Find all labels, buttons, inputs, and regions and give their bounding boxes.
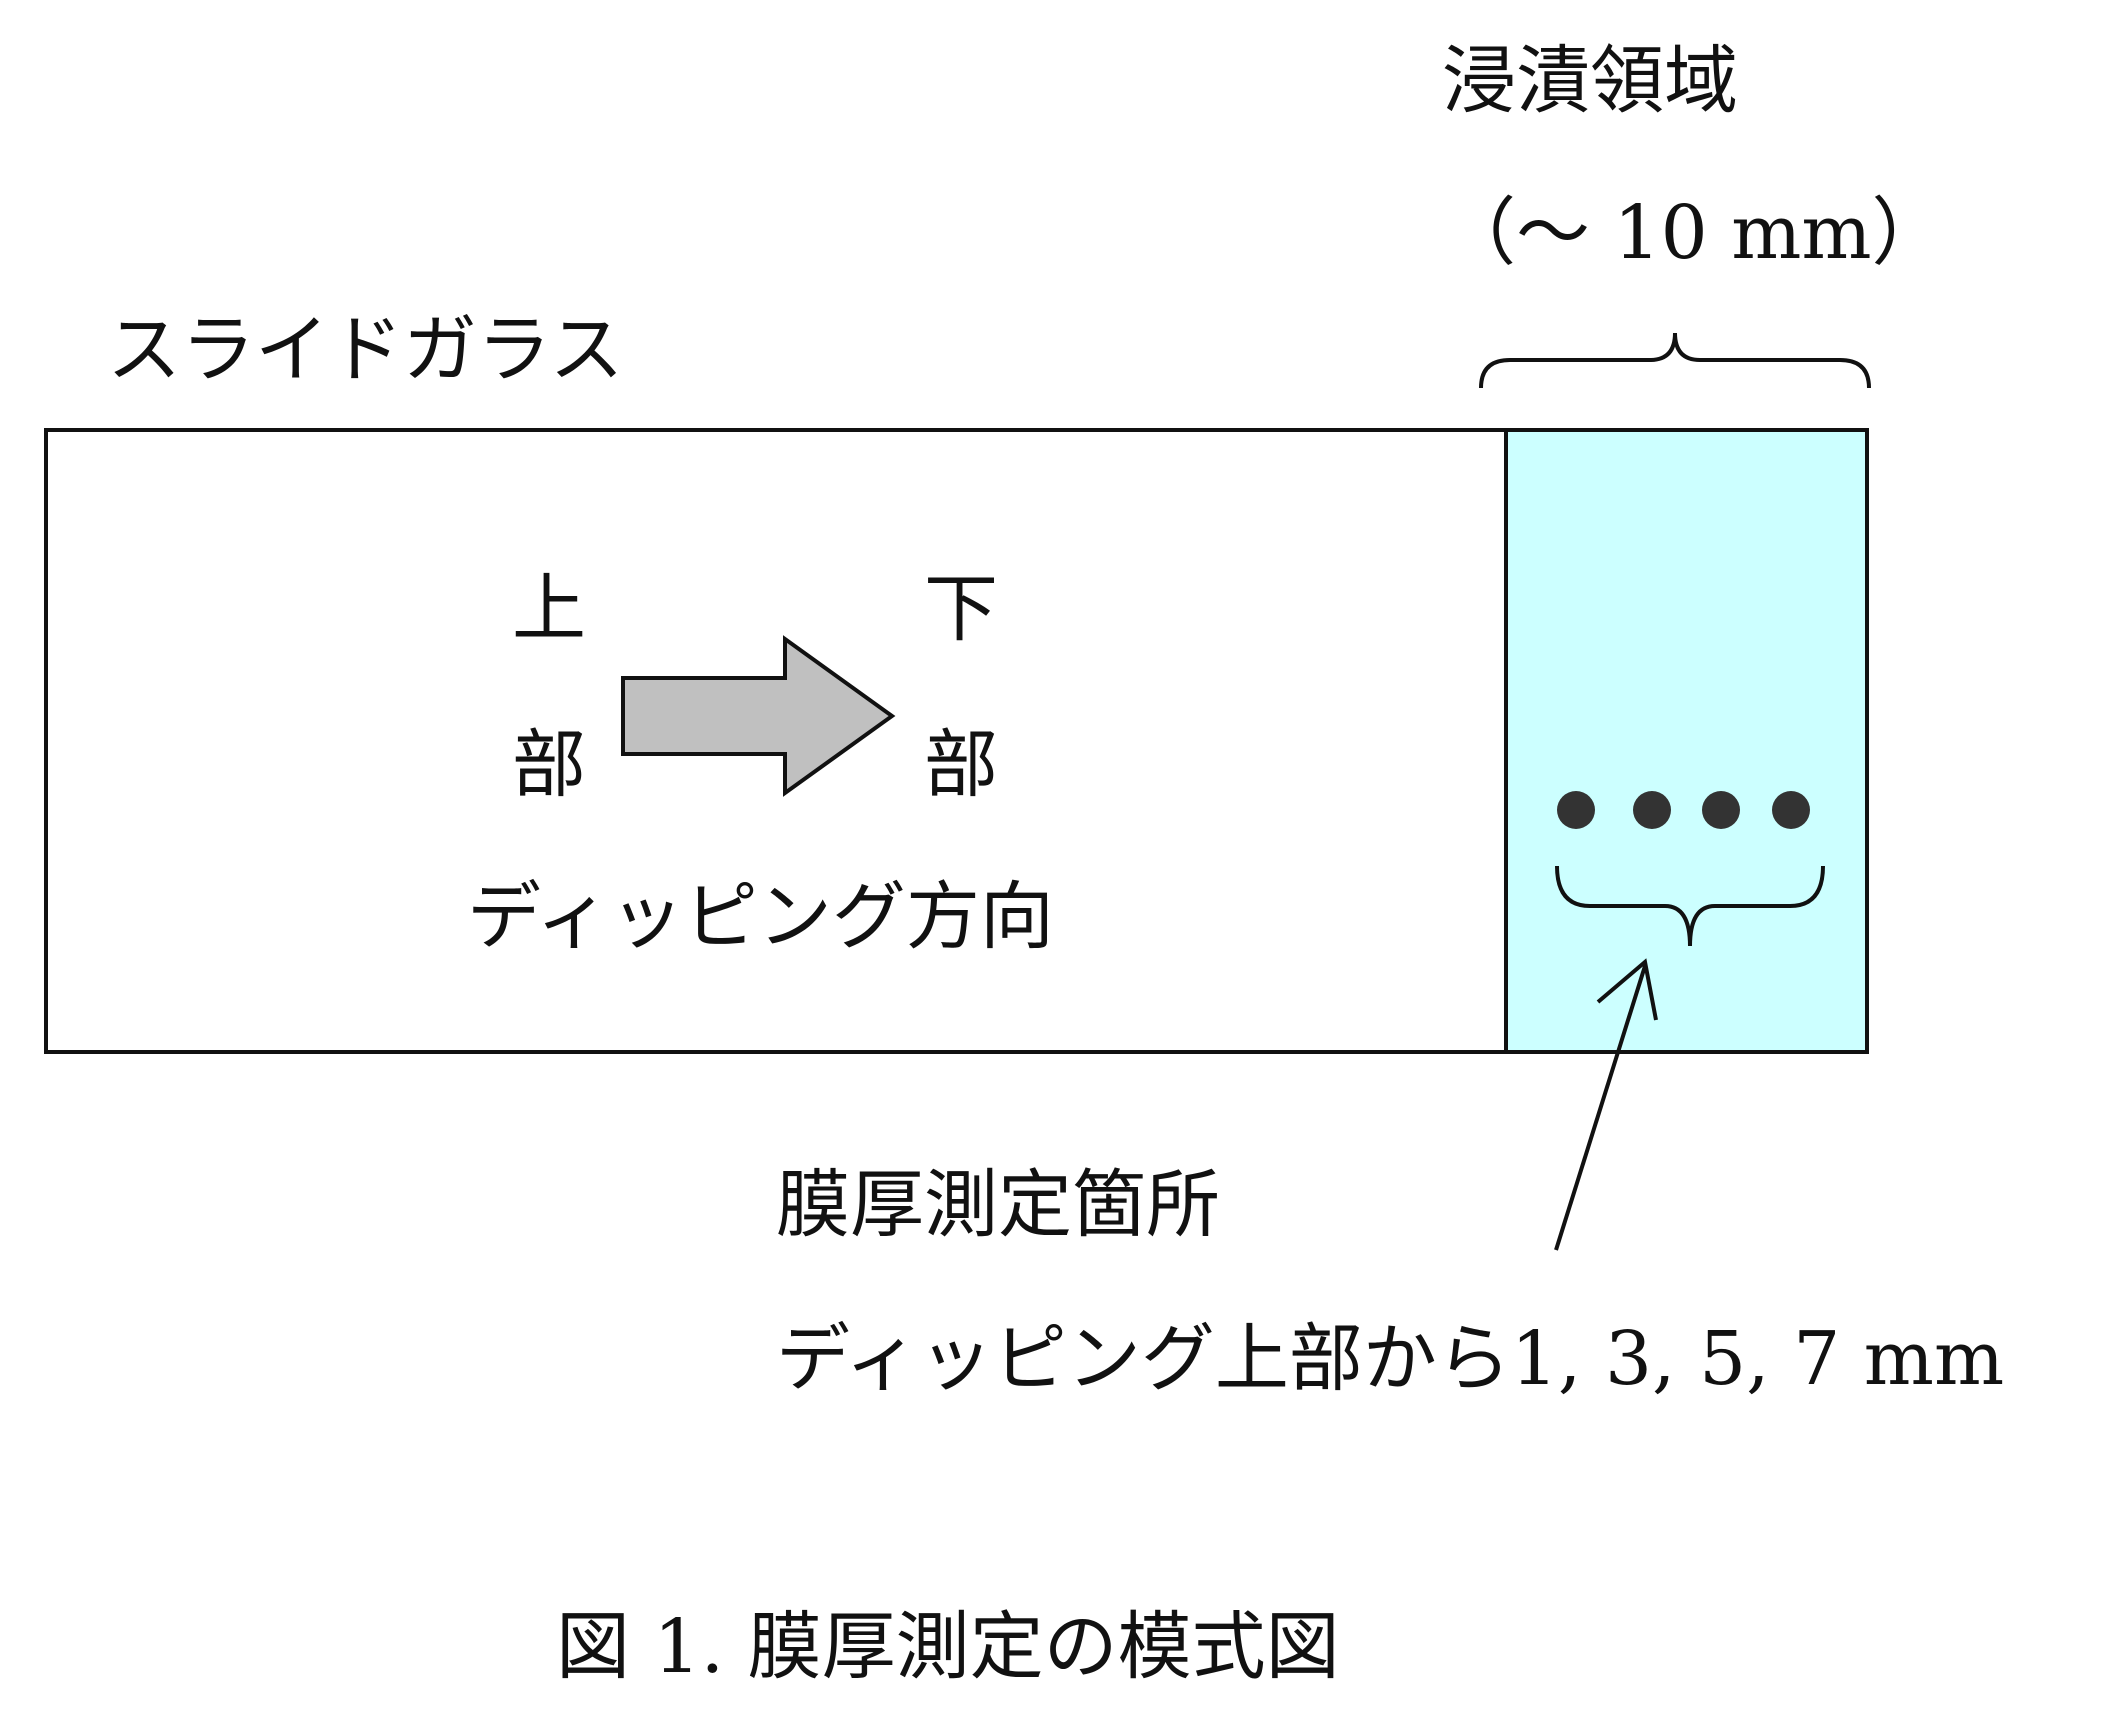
immersion-region-label: 浸漬領域: [1442, 38, 1738, 124]
measurement-dot: [1772, 791, 1810, 829]
pointer-arrow-line: [1554, 965, 1647, 1251]
measurement-dot: [1702, 791, 1740, 829]
measurement-dot: [1557, 791, 1595, 829]
measurement-dot: [1633, 791, 1671, 829]
top-brace: [1479, 332, 1871, 389]
bottom-brace: [1555, 865, 1825, 947]
slide-glass-label: スライドガラス: [107, 307, 624, 393]
measurement-dots: [1557, 791, 1810, 829]
pointer-arrow-head: [1596, 958, 1658, 1021]
bottom-label-2: 部: [924, 722, 998, 808]
bottom-label-1: 下: [924, 566, 998, 652]
dipping-direction-arrow: [621, 635, 896, 797]
top-label-2: 部: [512, 722, 586, 808]
measurement-positions-label: ディッピング上部から1, 3, 5, 7 mm: [776, 1316, 2005, 1402]
measurement-points-label: 膜厚測定箇所: [776, 1162, 1220, 1248]
immersion-region-rect: [1504, 428, 1869, 1054]
immersion-size-label: （～ 10 mm）: [1442, 190, 1946, 276]
dipping-direction-label: ディッピング方向: [467, 874, 1054, 960]
figure-caption: 図 1. 膜厚測定の模式図: [556, 1604, 1340, 1690]
top-label-1: 上: [512, 566, 586, 652]
